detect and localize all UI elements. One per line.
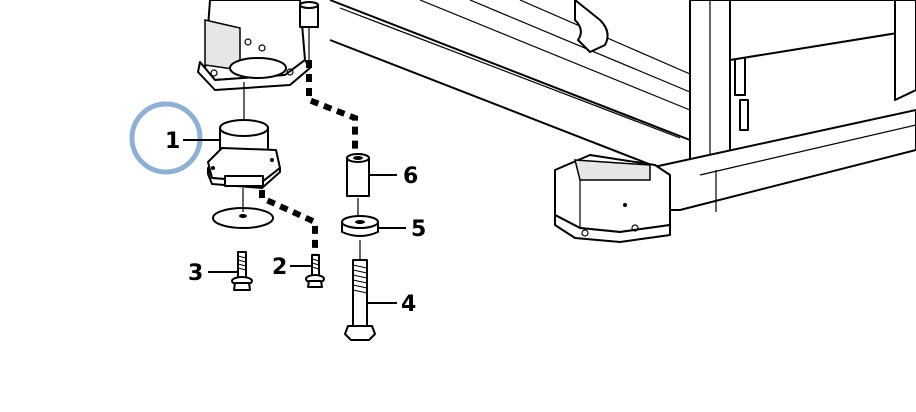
alignment-dash-lower	[259, 190, 318, 255]
long-bolt-part	[344, 240, 376, 341]
short-bolt-left-part	[231, 251, 253, 291]
upper-mount-bracket	[197, 0, 319, 91]
callout-4: 4	[401, 292, 416, 317]
frame-structure	[329, 0, 916, 243]
spacer-bushing-part	[346, 153, 370, 197]
callout-1-highlight-circle	[129, 101, 203, 175]
callout-1: 1	[165, 129, 180, 154]
callout-5: 5	[411, 217, 426, 242]
isolator-mount-part	[207, 119, 281, 189]
flat-washer-part	[212, 188, 274, 229]
callout-6: 6	[403, 164, 418, 189]
thick-washer-part	[341, 198, 379, 237]
callout-3: 3	[188, 261, 203, 286]
callout-2: 2	[272, 255, 287, 280]
alignment-dash-upper	[306, 60, 358, 150]
short-bolt-right-part	[305, 254, 325, 288]
